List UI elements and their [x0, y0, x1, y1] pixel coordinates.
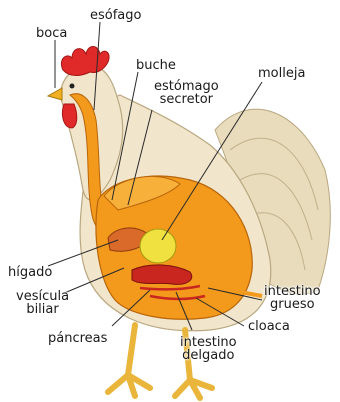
- label-buche: buche: [136, 59, 176, 72]
- label-cloaca: cloaca: [248, 320, 290, 333]
- label-vesicula-line2: biliar: [16, 303, 69, 316]
- label-estomago-line2: secretor: [154, 93, 219, 106]
- label-intestino-grueso-line2: grueso: [264, 298, 321, 311]
- label-boca: boca: [36, 27, 67, 40]
- label-intestino-delgado: intestino delgado: [180, 336, 237, 362]
- label-intestino-grueso: intestino grueso: [264, 285, 321, 311]
- label-vesicula-biliar: vesícula biliar: [16, 290, 69, 316]
- label-estomago-secretor: estómago secretor: [154, 80, 219, 106]
- label-esofago: esófago: [90, 9, 141, 22]
- label-higado: hígado: [8, 266, 52, 279]
- rooster-eye: [70, 84, 75, 89]
- label-intestino-delgado-line2: delgado: [180, 349, 237, 362]
- label-molleja: molleja: [258, 67, 305, 80]
- label-pancreas: páncreas: [48, 332, 107, 345]
- rooster-beak: [48, 88, 62, 100]
- rooster-wattle: [62, 104, 76, 128]
- gizzard-shape: [140, 229, 176, 263]
